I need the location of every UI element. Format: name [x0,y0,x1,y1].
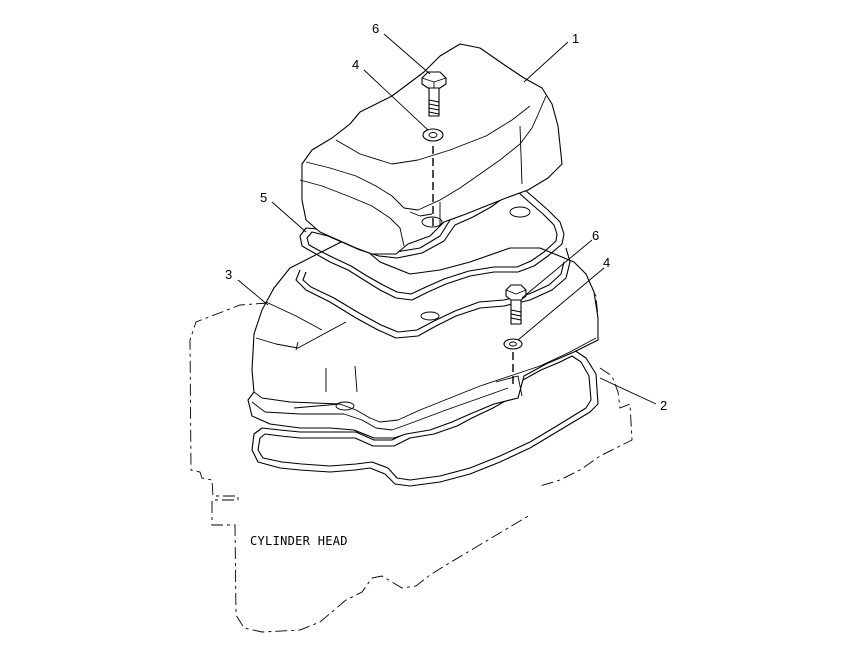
upper-bolt [421,71,447,117]
callout-2: 2 [660,398,667,413]
cylinder-head-outline [189,284,633,633]
leader-4-upper [363,69,429,131]
upper-gasket [295,183,571,339]
callout-6-lower: 6 [592,228,599,243]
lower-washer [503,338,523,350]
valve-cover-base [247,239,599,439]
upper-washer [422,128,444,142]
leader-3 [237,279,269,306]
lower-gasket [251,349,599,487]
callout-4-lower: 4 [603,255,610,270]
callout-4-upper: 4 [352,57,359,72]
leader-6-lower [521,239,593,299]
callout-1: 1 [572,31,579,46]
lower-bolt [505,284,527,325]
leader-5 [271,201,307,233]
leader-6-upper [383,33,431,75]
leader-1 [523,41,569,83]
leader-2 [599,377,657,405]
callout-3: 3 [225,267,232,282]
leader-4-lower [517,267,605,341]
valve-cover [299,43,563,255]
cylinder-head-label: CYLINDER HEAD [250,534,348,548]
callout-5: 5 [260,190,267,205]
callout-6-upper: 6 [372,21,379,36]
